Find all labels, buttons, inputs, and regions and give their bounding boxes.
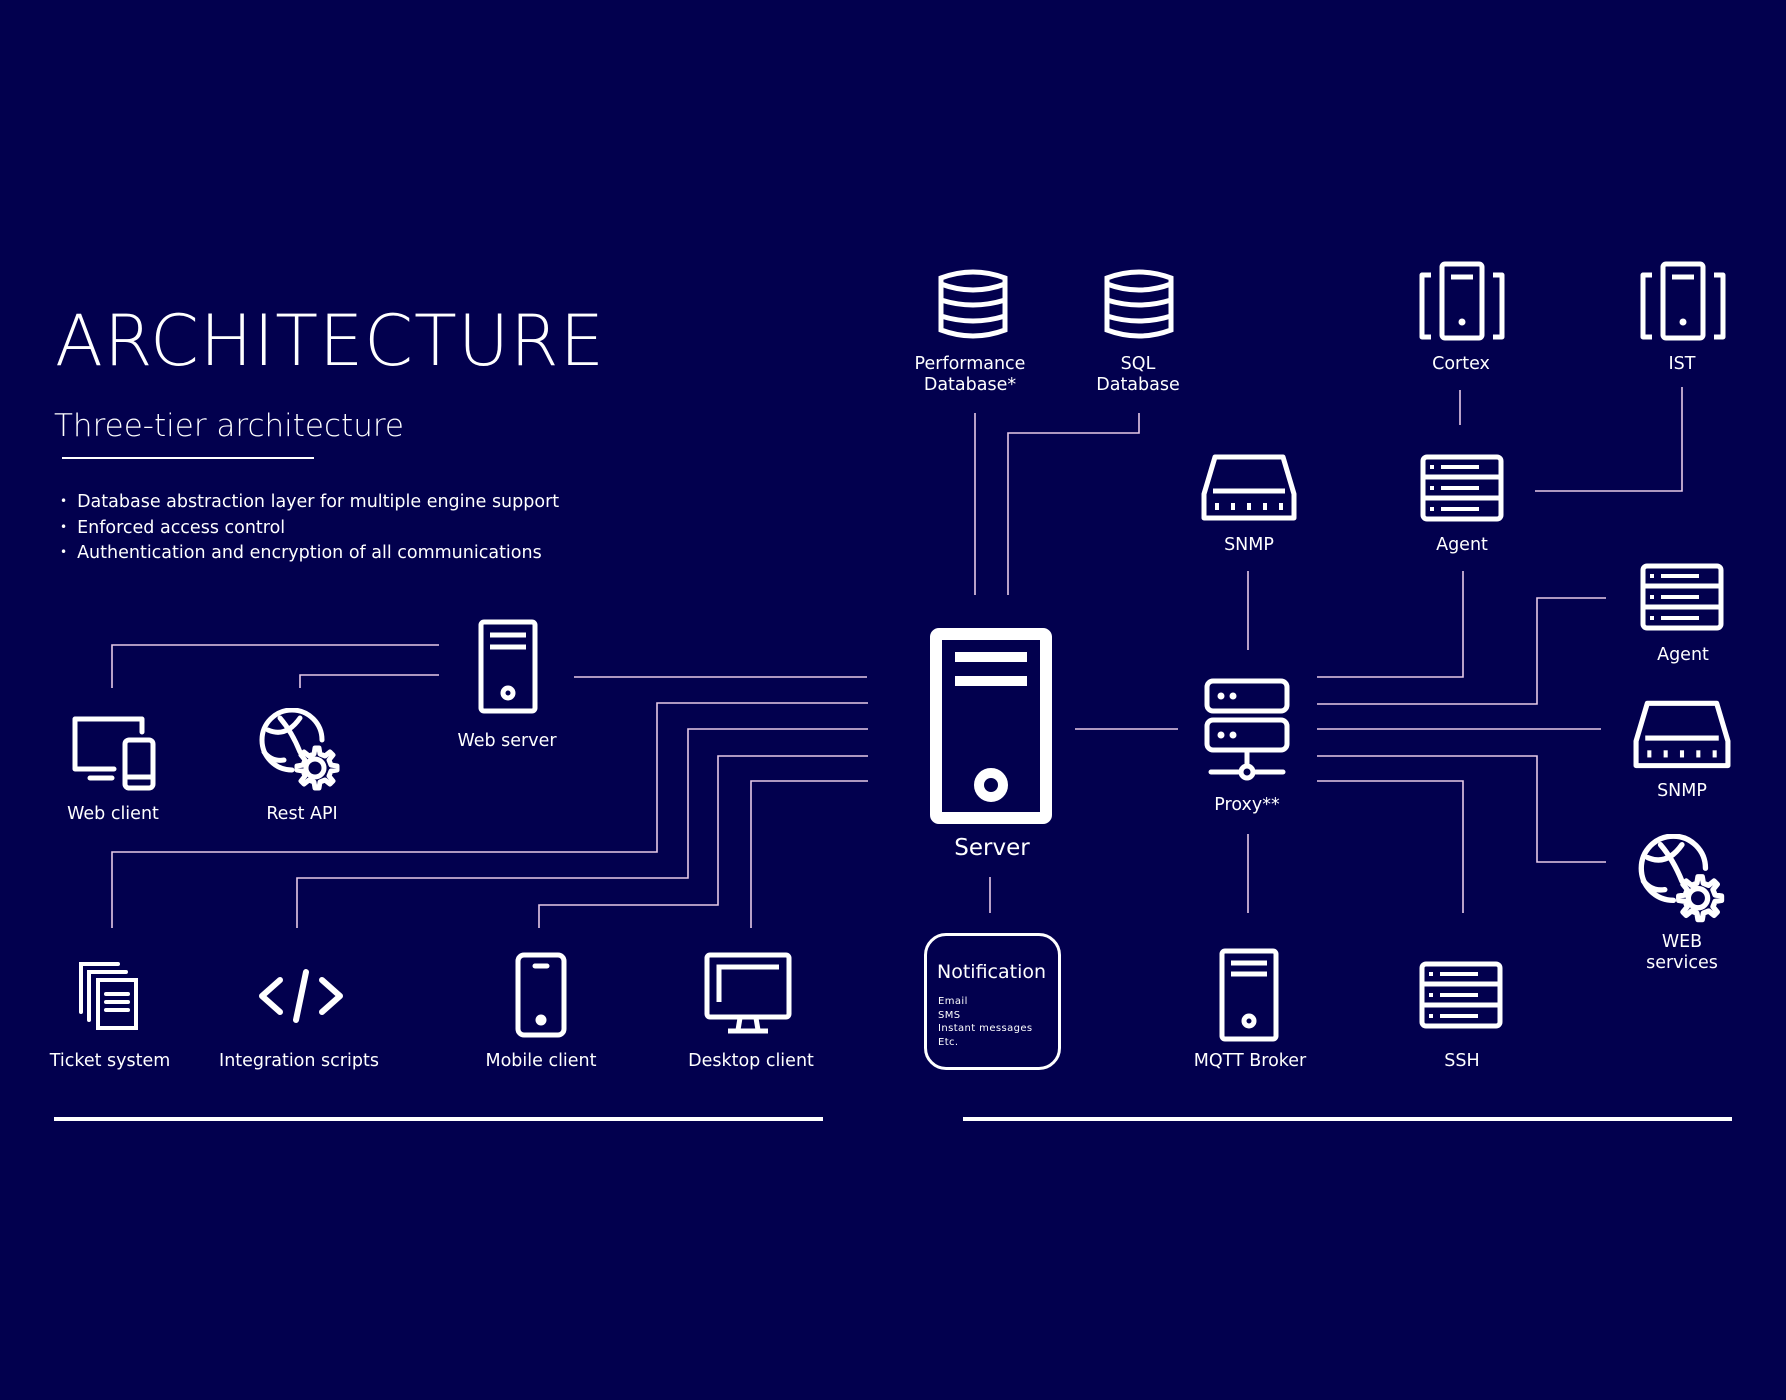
label-ssh: SSH [1444,1051,1480,1071]
server-tower-icon [930,628,1052,824]
label-rest-api: Rest API [266,804,338,824]
server-rack-icon [1640,563,1724,631]
label-web-server: Web server [457,731,557,751]
feature-item: Enforced access control [60,516,559,542]
subtitle-underline [62,457,314,459]
server-rack-icon [1420,454,1504,522]
notification-channel: Email [938,996,968,1007]
server-cluster-icon [1640,261,1726,341]
notification-channels: Email SMS Instant messages Etc. [938,995,1033,1049]
divider-left [54,1117,823,1121]
label-proxy: Proxy** [1214,795,1280,815]
monitor-icon [704,952,792,1034]
globe-gear-icon [259,708,340,791]
notification-channel: Etc. [938,1036,959,1048]
network-switch-icon [1201,454,1297,521]
server-cluster-icon [1419,261,1505,341]
label-sql-database: SQL Database [1096,354,1180,395]
feature-list: Database abstraction layer for multiple … [60,490,559,567]
label-agent-top: Agent [1436,535,1488,555]
label-server: Server [954,835,1030,861]
globe-gear-icon [1638,834,1725,923]
label-agent-right: Agent [1657,645,1709,665]
network-server-icon [1204,678,1290,781]
documents-icon [79,962,138,1030]
label-integration-scripts: Integration scripts [219,1051,379,1071]
devices-icon [72,716,156,791]
label-snmp-right: SNMP [1657,781,1707,801]
page-subtitle: Three-tier architecture [54,408,404,444]
notification-title: Notification [937,961,1047,983]
server-rack-icon [1419,961,1503,1029]
notification-channel: Instant messages [938,1023,1033,1034]
notification-box[interactable]: Notification Email SMS Instant messages … [924,933,1061,1070]
feature-item: Database abstraction layer for multiple … [60,490,559,516]
divider-right [963,1117,1732,1121]
label-cortex: Cortex [1432,354,1490,374]
network-switch-icon [1633,700,1731,769]
label-ticket-system: Ticket system [49,1051,171,1071]
label-web-client: Web client [67,804,159,824]
label-mobile-client: Mobile client [485,1051,597,1071]
label-web-services: WEB services [1646,932,1718,973]
label-snmp-top: SNMP [1224,535,1274,555]
feature-item: Authentication and encryption of all com… [60,541,559,567]
label-mqtt-broker: MQTT Broker [1193,1051,1307,1071]
notification-channel: SMS [938,1009,961,1021]
database-icon [938,269,1008,339]
label-desktop-client: Desktop client [688,1051,814,1071]
database-icon [1104,269,1174,339]
code-icon [259,969,343,1023]
label-performance-database: Performance Database* [914,354,1026,395]
server-tower-icon [1219,948,1279,1042]
server-tower-icon [478,619,538,714]
label-ist: IST [1668,354,1696,374]
mobile-phone-icon [515,952,567,1038]
page-title: ARCHITECTURE [55,300,605,382]
